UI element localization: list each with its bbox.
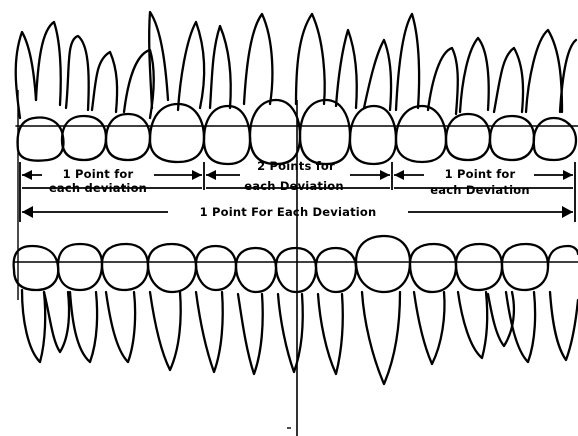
- full-span-label: 1 Point For Each Deviation: [200, 205, 377, 219]
- arrow-full-span-end: [562, 206, 573, 218]
- arrow-full-span-start: [22, 206, 33, 218]
- right-label-line2: each Deviation: [430, 183, 529, 197]
- arrow-left-segment-end: [192, 170, 202, 180]
- lower-crowns: [14, 236, 578, 292]
- left-label-line1: 1 Point for: [63, 167, 134, 181]
- upper-roots: [16, 12, 576, 118]
- arrow-right-segment-end: [563, 170, 573, 180]
- lower-roots: [22, 290, 578, 384]
- arrow-right-segment-start: [394, 170, 404, 180]
- middle-label-line1: 2 Points for: [257, 159, 335, 173]
- arrow-mid-segment-start: [206, 170, 216, 180]
- left-label-line2: each deviation: [49, 181, 147, 195]
- middle-label-line2: each Deviation: [244, 179, 343, 193]
- lower-arch: [14, 236, 578, 384]
- arrow-left-segment-start: [22, 170, 32, 180]
- right-label-line1: 1 Point for: [445, 167, 516, 181]
- arrow-mid-segment-end: [380, 170, 390, 180]
